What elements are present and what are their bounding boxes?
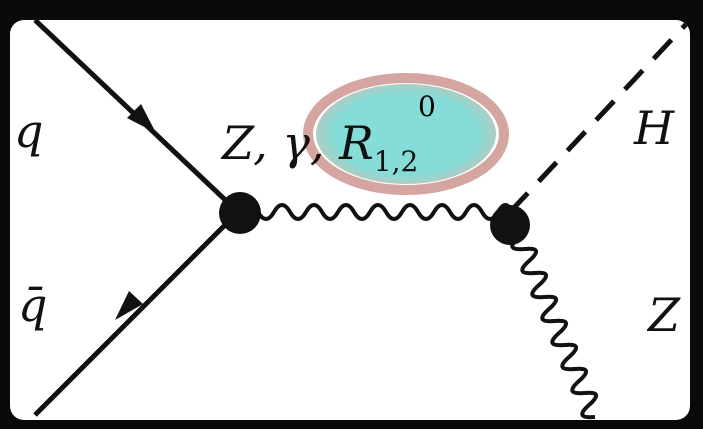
quark-arrow (127, 104, 156, 133)
z-boson-label: Z (648, 288, 680, 342)
label-highlight (316, 84, 496, 184)
propagator-symbol: R (339, 116, 374, 170)
antiquark-label: q̄ (18, 278, 48, 332)
left-vertex (219, 192, 261, 234)
propagator-prefix: Z, γ, (222, 116, 340, 170)
label-highlight-ring (303, 73, 509, 195)
feynman-diagram-panel: q q̄ Z, γ, R1,2 0 H Z (10, 20, 690, 420)
propagator-label: Z, γ, R1,2 (222, 120, 418, 176)
feynman-diagram-svg (33, 20, 690, 420)
propagator-subscript: 1,2 (373, 145, 419, 178)
outgoing-z-wavy-line (510, 222, 598, 420)
propagator-superscript: 0 (418, 90, 436, 123)
quark-label: q (14, 104, 44, 158)
higgs-label: H (634, 101, 675, 155)
right-vertex (490, 205, 530, 245)
propagator-wavy-line (240, 203, 514, 221)
higgs-dashed-line (508, 20, 690, 214)
incoming-antiquark-line (33, 210, 240, 417)
antiquark-arrow (115, 291, 143, 320)
